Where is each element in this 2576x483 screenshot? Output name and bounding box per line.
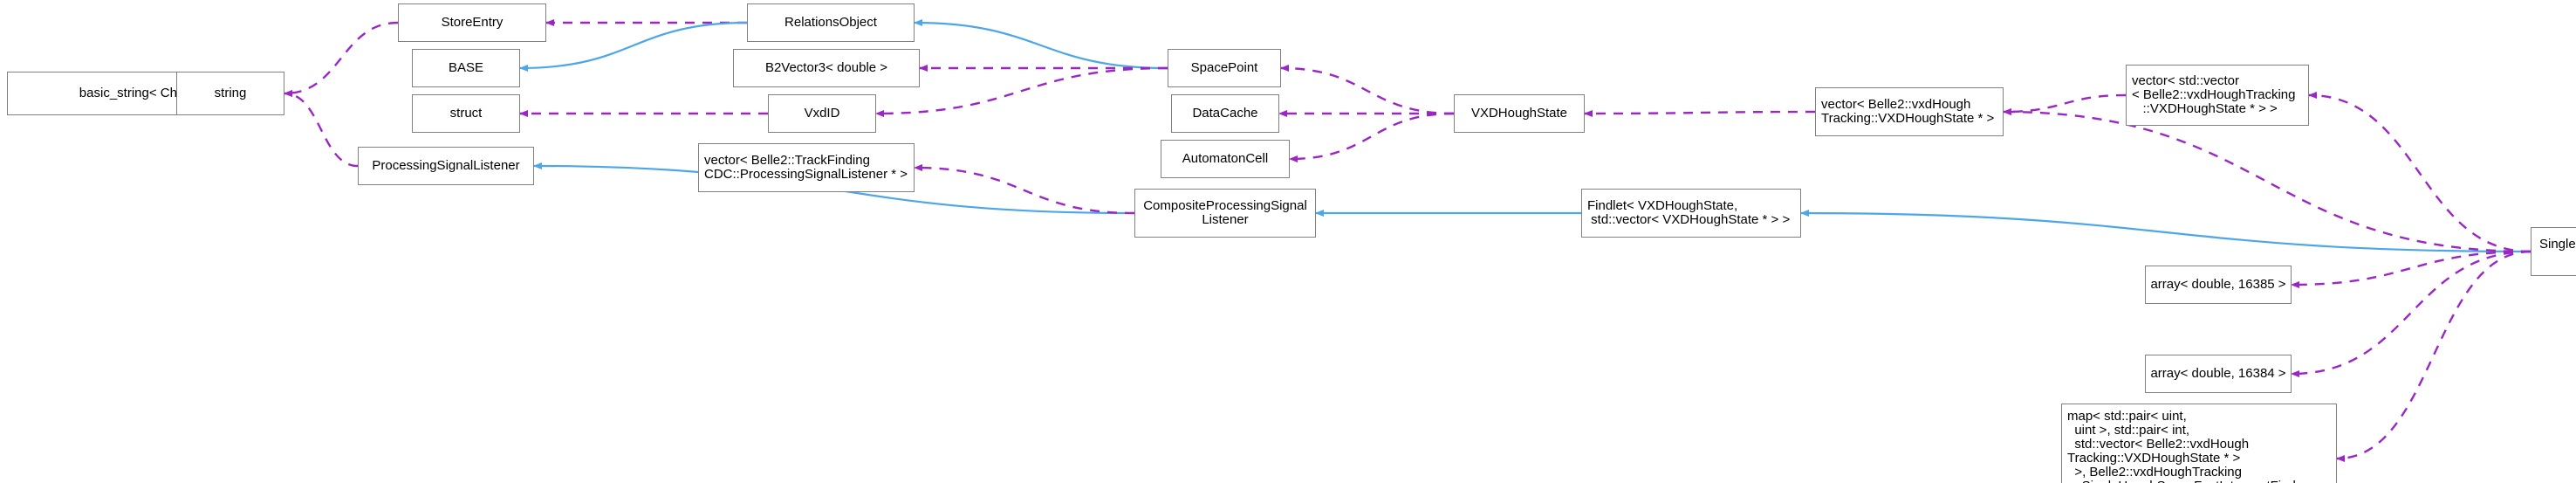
node-relations_object[interactable]: RelationsObject bbox=[747, 3, 915, 42]
node-vxd_hough_state[interactable]: VXDHoughState bbox=[1454, 94, 1585, 133]
node-label-line: CompositeProcessingSignal bbox=[1143, 198, 1307, 213]
edge-usage-single_hough_finder-to-vector_vector_vxdhough bbox=[2308, 92, 2531, 253]
node-label-line: DataCache bbox=[1192, 106, 1258, 121]
edge-inheritance-relations_object-to-base bbox=[519, 21, 748, 72]
edge-usage-single_hough_finder-to-map_paircompare bbox=[2336, 250, 2531, 462]
node-label-line: Tracking::VXDHoughState * > bbox=[1821, 111, 1995, 126]
node-label-line: Findlet< VXDHoughState, bbox=[1587, 198, 1738, 213]
node-label-line: vector< Belle2::TrackFinding bbox=[704, 153, 870, 168]
node-label-line: VXDHoughState bbox=[1470, 106, 1568, 121]
node-label-line: >, Belle2::vxdHoughTracking bbox=[2067, 465, 2242, 480]
node-label-line: map< std::pair< uint, bbox=[2067, 409, 2187, 424]
node-label-line: B2Vector3< double > bbox=[764, 60, 888, 75]
edge-usage-store_entry-to-string bbox=[284, 21, 399, 97]
node-label-line: ProcessingSignalListener bbox=[372, 158, 520, 173]
edge-usage-space_point-to-vxdid bbox=[875, 66, 1168, 117]
node-automaton_cell[interactable]: AutomatonCell bbox=[1161, 140, 1290, 178]
edge-usage-composite_psl-to-vector_tf_psl bbox=[914, 164, 1135, 215]
node-label-line: Listener bbox=[1202, 212, 1249, 227]
node-label-line: CDC::ProcessingSignalListener * > bbox=[704, 167, 908, 182]
node-label-line: std::vector< Belle2::vxdHough bbox=[2067, 437, 2250, 452]
node-label-line: struct bbox=[449, 106, 483, 121]
node-label-line: StoreEntry bbox=[441, 15, 504, 30]
node-map_paircompare[interactable]: map< std::pair< uint, uint >, std::pair<… bbox=[2061, 404, 2337, 483]
node-label-line: ::VXDHoughState * > > bbox=[2132, 101, 2278, 116]
node-label-line: ::SingleHoughSpaceFastInterceptFinder bbox=[2067, 480, 2307, 483]
node-label-line: array< double, 16385 > bbox=[2150, 277, 2286, 292]
node-label-line: BASE bbox=[448, 60, 484, 75]
node-label-line: array< double, 16384 > bbox=[2150, 366, 2286, 381]
node-vxdid[interactable]: VxdID bbox=[768, 94, 876, 133]
edge-usage-vector_vector_vxdhough-to-vector_vxdhough_ptr bbox=[2003, 93, 2127, 115]
node-string[interactable]: string bbox=[176, 72, 284, 115]
node-vector_vector_vxdhough[interactable]: vector< std::vector< Belle2::vxdHoughTra… bbox=[2126, 65, 2309, 126]
node-base[interactable]: BASE bbox=[412, 49, 520, 87]
edge-usage-single_hough_finder-to-array_16384 bbox=[2291, 250, 2531, 377]
node-label-line: vector< Belle2::vxdHough bbox=[1821, 97, 1971, 112]
node-single_hough_finder[interactable]: SingleHoughSpaceFastInterceptFinder bbox=[2531, 227, 2576, 276]
node-array_16385[interactable]: array< double, 16385 > bbox=[2145, 266, 2292, 304]
edge-usage-vxd_hough_state-to-space_point bbox=[1280, 65, 1455, 115]
node-findlet[interactable]: Findlet< VXDHoughState, std::vector< VXD… bbox=[1581, 189, 1801, 238]
edge-usage-single_hough_finder-to-vector_vxdhough_ptr bbox=[2003, 108, 2531, 253]
node-label-line: < Belle2::vxdHoughTracking bbox=[2132, 87, 2296, 102]
edge-usage-vxd_hough_state-to-automaton_cell bbox=[1289, 112, 1455, 162]
node-label-line: vector< std::vector bbox=[2132, 73, 2239, 88]
node-label-line: Tracking::VXDHoughState * > bbox=[2067, 451, 2241, 466]
node-label-line: RelationsObject bbox=[784, 15, 877, 30]
node-label-line: string bbox=[214, 86, 247, 100]
node-label-line: AutomatonCell bbox=[1182, 151, 1269, 166]
node-store_entry[interactable]: StoreEntry bbox=[398, 3, 546, 42]
edge-inheritance-space_point-to-relations_object bbox=[914, 19, 1168, 70]
node-label-line: std::vector< VXDHoughState * > > bbox=[1587, 212, 1791, 227]
node-label-line: SpacePoint bbox=[1190, 60, 1258, 75]
node-space_point[interactable]: SpacePoint bbox=[1168, 49, 1281, 87]
node-data_cache[interactable]: DataCache bbox=[1171, 94, 1279, 133]
edge-inheritance-single_hough_finder-to-findlet bbox=[1800, 210, 2531, 253]
edge-usage-vector_vxdhough_ptr-to-vxd_hough_state bbox=[1584, 109, 1816, 117]
node-b2vector3[interactable]: B2Vector3< double > bbox=[733, 49, 920, 87]
node-struct[interactable]: struct bbox=[412, 94, 520, 133]
node-label-line: SingleHoughSpaceFastIntercept bbox=[2539, 237, 2576, 252]
node-array_16384[interactable]: array< double, 16384 > bbox=[2145, 355, 2292, 393]
edge-usage-processing_signal_listener-to-string bbox=[284, 90, 359, 168]
node-label-line: uint >, std::pair< int, bbox=[2067, 423, 2190, 438]
edge-usage-single_hough_finder-to-array_16385 bbox=[2291, 250, 2531, 288]
node-label-line: VxdID bbox=[804, 106, 840, 121]
node-processing_signal_listener[interactable]: ProcessingSignalListener bbox=[358, 147, 534, 185]
